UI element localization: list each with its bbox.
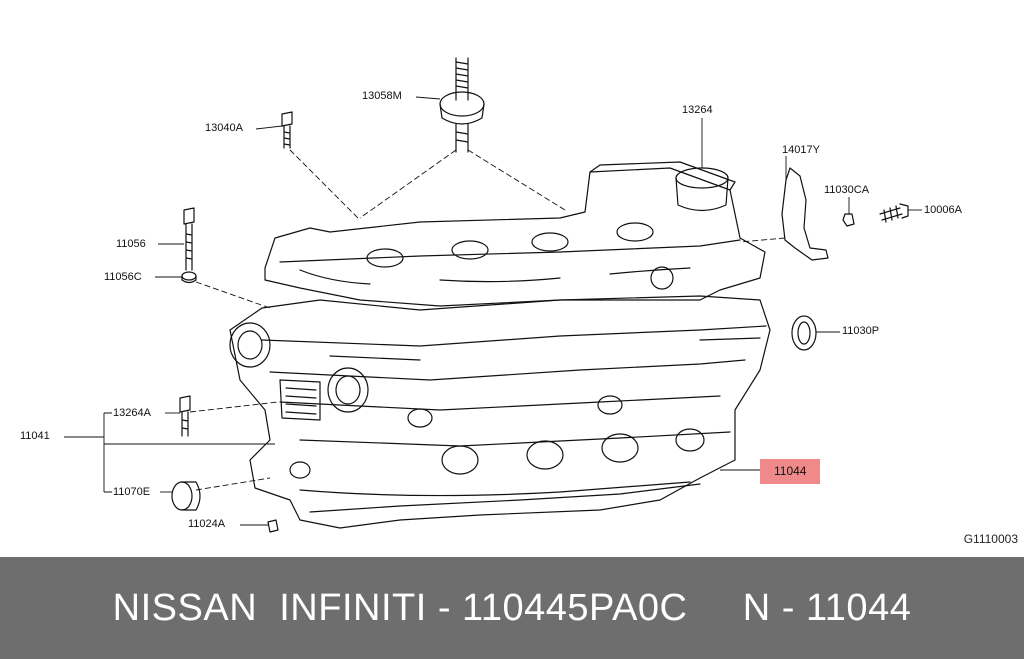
leader-13058M: [415, 96, 441, 100]
callout-11056C: 11056C: [104, 271, 142, 283]
callout-13058M: 13058M: [362, 90, 402, 102]
bracket-14017Y: [781, 167, 829, 261]
parts-diagram: 13058M 13040A 13264 14017Y 11030CA 10006…: [20, 57, 1018, 546]
footer-part-text: NISSAN INFINITI - 110445PA0C N - 11044: [112, 586, 912, 629]
callout-11030P: 11030P: [842, 325, 880, 337]
callout-11041: 11041: [20, 430, 50, 442]
cam-bore-left: [229, 322, 271, 368]
callout-11044-highlight: 11044: [760, 459, 821, 484]
stud-13058M: [455, 57, 469, 101]
leader-11041: [64, 412, 275, 493]
callout-13264: 13264: [682, 104, 713, 116]
drawing-id: G1110003: [963, 532, 1018, 546]
callout-11030CA: 11030CA: [824, 184, 870, 196]
callout-11024A: 11024A: [188, 518, 226, 530]
callout-14017Y: 14017Y: [782, 144, 820, 156]
washer-11056C: [181, 271, 197, 281]
cylinder-head: [229, 295, 771, 529]
bolt-11056: [183, 207, 195, 271]
nut-11030CA: [842, 213, 855, 227]
cam-bore-right: [327, 367, 369, 413]
bolt-10006A: [879, 203, 909, 223]
callout-10006A: 10006A: [924, 204, 962, 216]
callout-13040A: 13040A: [205, 122, 243, 134]
leader-13040A: [255, 125, 283, 130]
callout-11056: 11056: [116, 238, 146, 250]
oil-filler-neck: [675, 167, 729, 189]
callout-11070E: 11070E: [113, 486, 151, 498]
callout-13264A: 13264A: [113, 407, 151, 419]
plug-11070E: [171, 481, 193, 511]
valve-cover: [264, 167, 766, 307]
engine-head-drawing: [64, 57, 922, 533]
bolt-13040A: [281, 111, 293, 149]
bolt-13264A: [179, 395, 191, 437]
part-number-footer: NISSAN INFINITI - 110445PA0C N - 11044: [0, 557, 1024, 659]
seal-11030P: [791, 315, 817, 351]
pin-11024A: [267, 519, 279, 533]
